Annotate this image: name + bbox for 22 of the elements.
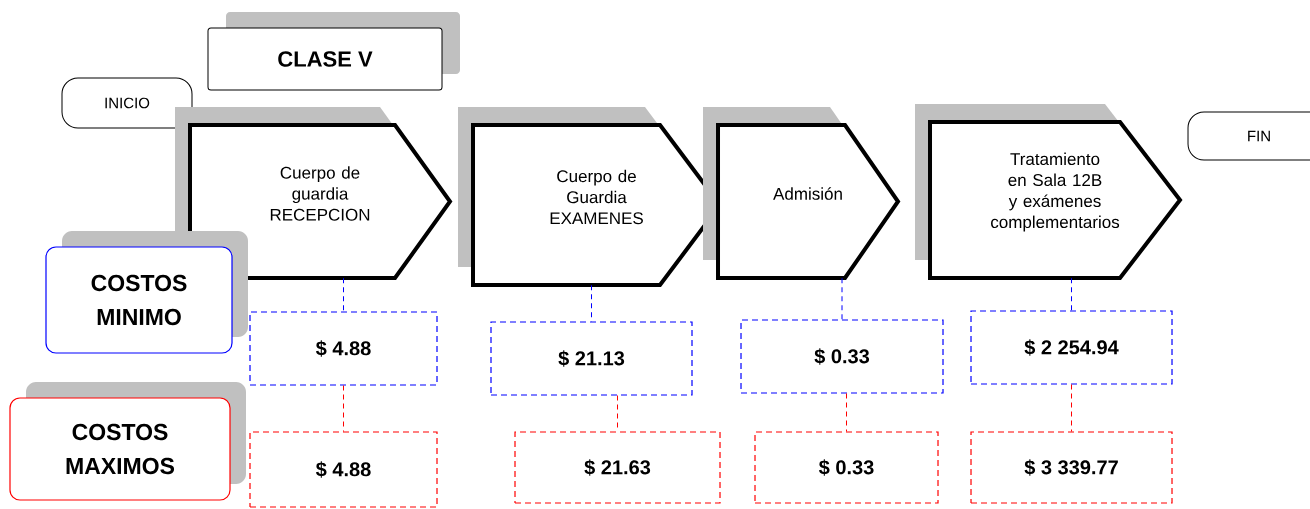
cost-label-box: COSTOS MAXIMOS [9, 382, 246, 501]
process-step-box: Cuerpo de Guardia EXAMENES [458, 107, 723, 287]
connector-line [1071, 384, 1072, 432]
cost-label-box: COSTOS MINIMO [45, 231, 248, 354]
cost-box: $ 4.88 [249, 311, 438, 386]
title-box: CLASE V [207, 12, 460, 91]
connector-line [1071, 277, 1072, 311]
cost-box: $ 4.88 [249, 431, 438, 508]
cost-box: $ 21.63 [514, 431, 721, 504]
process-step-box: Tratamiento en Sala 12B y exámenes complementarios [915, 104, 1183, 280]
connector-line [841, 277, 843, 320]
connector-line [343, 385, 344, 432]
terminal-box: INICIO [61, 77, 193, 129]
cost-box: $ 21.13 [490, 321, 693, 396]
cost-box: $ 0.33 [754, 431, 939, 504]
terminal-box: FIN [1187, 111, 1310, 161]
cost-box: $ 3 339.77 [970, 431, 1173, 504]
connector-line [846, 393, 847, 432]
process-step-box: Admisión [703, 107, 901, 280]
connector-line [343, 277, 344, 312]
cost-box: $ 0.33 [740, 319, 944, 394]
cost-box: $ 2 254.94 [970, 310, 1173, 385]
